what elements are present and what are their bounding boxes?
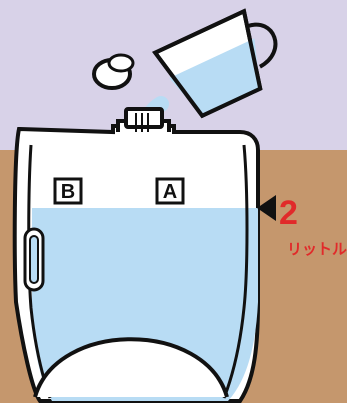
label-b-text: B [61, 181, 75, 203]
level-unit: リットル [287, 241, 347, 258]
label-box-a: A [157, 179, 183, 203]
level-number: 2 [279, 194, 298, 232]
label-a-text: A [163, 181, 177, 203]
jerry-can [15, 109, 258, 401]
label-box-b: B [55, 179, 81, 203]
